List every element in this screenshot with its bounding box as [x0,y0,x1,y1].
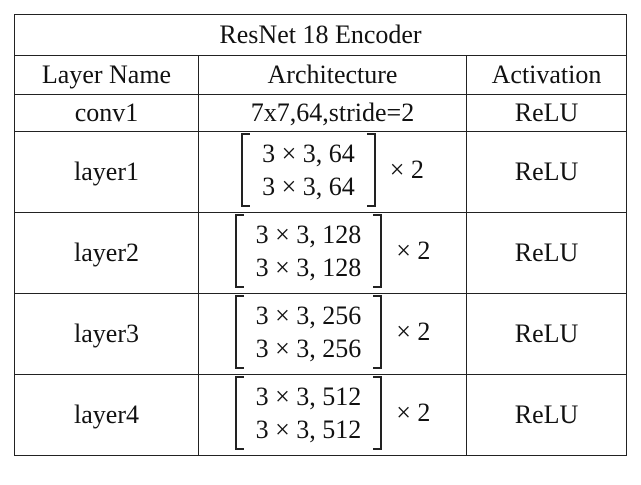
bracket-group: 3 × 3, 64 3 × 3, 64 [241,132,376,207]
bracket-group: 3 × 3, 512 3 × 3, 512 [234,375,383,450]
block-row-2: 3 × 3, 64 [262,171,355,201]
block-row-1: 3 × 3, 64 [262,138,355,168]
left-bracket [241,132,251,207]
resnet-encoder-table: ResNet 18 Encoder Layer Name Architectur… [13,14,628,456]
right-bracket [373,375,383,450]
block-row-2: 3 × 3, 128 [255,252,362,282]
block-matrix: 3 × 3, 64 3 × 3, 64 × 2 [241,132,424,207]
left-bracket [234,213,244,288]
repeat-multiplier: × 2 [396,316,431,346]
block-row-1: 3 × 3, 512 [255,381,362,411]
repeat-multiplier: × 2 [389,154,424,184]
table-row-layer1: layer1 3 × 3, 64 3 × 3, 64 × 2 ReLU [14,131,628,213]
block-row-2: 3 × 3, 512 [255,414,362,444]
right-bracket [373,213,383,288]
activation-cell: ReLU [465,131,628,213]
right-bracket [366,132,376,207]
table-row-layer4: layer4 3 × 3, 512 3 × 3, 512 × 2 ReLU [14,374,628,456]
table-row-conv1: conv1 7x7,64,stride=2 ReLU [14,94,628,132]
block-matrix: 3 × 3, 128 3 × 3, 128 × 2 [234,213,431,288]
header-activation: Activation [465,55,628,95]
layer-name-cell: layer2 [14,212,199,294]
bracket-group: 3 × 3, 128 3 × 3, 128 [234,213,383,288]
right-bracket [373,294,383,369]
block-stack: 3 × 3, 64 3 × 3, 64 [250,133,367,207]
table-title-row: ResNet 18 Encoder [13,14,628,56]
left-bracket [234,375,244,450]
table-header-row: Layer Name Architecture Activation [14,55,628,95]
block-row-2: 3 × 3, 256 [255,333,362,363]
layer-name-cell: layer3 [14,293,199,375]
repeat-multiplier: × 2 [396,235,431,265]
block-row-1: 3 × 3, 128 [255,219,362,249]
block-row-1: 3 × 3, 256 [255,300,362,330]
bracket-group: 3 × 3, 256 3 × 3, 256 [234,294,383,369]
layer-name-cell: conv1 [14,94,199,132]
activation-cell: ReLU [465,293,628,375]
architecture-cell: 3 × 3, 128 3 × 3, 128 × 2 [198,212,467,294]
layer-name-cell: layer1 [14,131,199,213]
block-matrix: 3 × 3, 512 3 × 3, 512 × 2 [234,375,431,450]
header-architecture: Architecture [198,55,467,95]
layer-name-cell: layer4 [14,374,199,456]
table-title: ResNet 18 Encoder [13,14,628,56]
architecture-cell: 3 × 3, 256 3 × 3, 256 × 2 [198,293,467,375]
activation-cell: ReLU [465,374,628,456]
activation-cell: ReLU [465,94,628,132]
block-stack: 3 × 3, 256 3 × 3, 256 [244,295,374,369]
architecture-cell: 3 × 3, 512 3 × 3, 512 × 2 [198,374,467,456]
header-layer-name: Layer Name [14,55,199,95]
architecture-cell: 3 × 3, 64 3 × 3, 64 × 2 [198,131,467,213]
architecture-cell: 7x7,64,stride=2 [198,94,467,132]
block-stack: 3 × 3, 512 3 × 3, 512 [244,376,374,450]
activation-cell: ReLU [465,212,628,294]
table-row-layer3: layer3 3 × 3, 256 3 × 3, 256 × 2 ReLU [14,293,628,375]
table-row-layer2: layer2 3 × 3, 128 3 × 3, 128 × 2 ReLU [14,212,628,294]
repeat-multiplier: × 2 [396,397,431,427]
left-bracket [234,294,244,369]
block-stack: 3 × 3, 128 3 × 3, 128 [244,214,374,288]
block-matrix: 3 × 3, 256 3 × 3, 256 × 2 [234,294,431,369]
